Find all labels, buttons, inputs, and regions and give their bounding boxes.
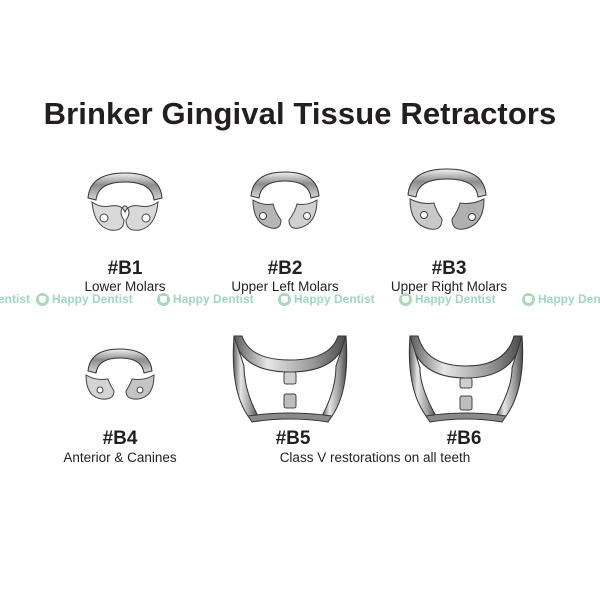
tooth-icon (36, 292, 49, 306)
item-code-b2: #B2 (267, 258, 303, 279)
item-code-b5: #B5 (275, 428, 311, 449)
item-desc-b3: Upper Right Molars (390, 279, 508, 294)
clamp-b6-image (408, 335, 524, 423)
shared-desc-b5-b6: Class V restorations on all teeth (279, 450, 471, 465)
item-desc-b4: Anterior & Canines (63, 450, 177, 465)
watermark-strip: entist Happy Dentist Happy Dentist Happy… (0, 292, 600, 310)
page-title: Brinker Gingival Tissue Retractors (43, 96, 557, 131)
clamp-b4-image (85, 348, 155, 400)
clamp-b3-image (407, 168, 487, 230)
watermark-text: Happy Dentist (415, 292, 496, 306)
item-code-b1: #B1 (107, 258, 143, 279)
watermark-text: Happy Dentist (538, 292, 600, 306)
tooth-icon (278, 292, 291, 306)
watermark-text: Happy Dentist (173, 292, 254, 306)
clamp-b2-image (250, 171, 320, 229)
item-code-b6: #B6 (446, 428, 482, 449)
tooth-icon (399, 292, 412, 306)
item-desc-b1: Lower Molars (84, 279, 166, 294)
watermark-text: Happy Dentist (294, 292, 375, 306)
item-desc-b2: Upper Left Molars (231, 279, 339, 294)
watermark-text: entist (0, 292, 31, 306)
clamp-b5-image (232, 335, 348, 423)
tooth-icon (522, 292, 535, 306)
watermark-text: Happy Dentist (52, 292, 133, 306)
clamp-b1-image (87, 172, 163, 231)
item-code-b3: #B3 (431, 258, 467, 279)
item-code-b4: #B4 (102, 428, 138, 449)
tooth-icon (157, 292, 170, 306)
